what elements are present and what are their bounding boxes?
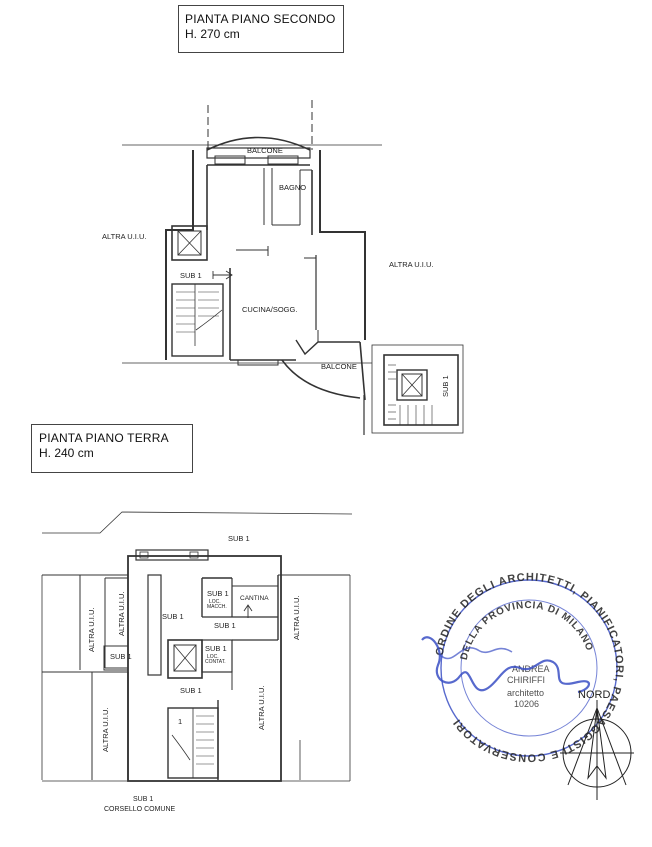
ground-floor-height: H. 240 cm — [39, 446, 94, 460]
label-altra-uiu-right: ALTRA U.I.U. — [389, 260, 433, 269]
label-altra-uiu-left: ALTRA U.I.U. — [102, 232, 146, 241]
label-cucina: CUCINA/SOGG. — [242, 305, 297, 314]
label-gf-corsello: CORSELLO COMUNE — [104, 806, 176, 813]
label-gf-sub1-small: SUB 1 — [110, 652, 132, 661]
label-sub1-vertical: SUB 1 — [441, 375, 450, 397]
label-gf-loc-macch: LOC.MACCH. — [207, 599, 227, 610]
label-gf-altra-e: ALTRA U.I.U. — [257, 686, 266, 730]
label-gf-sub1-loc-macch: SUB 1 — [207, 589, 229, 598]
label-gf-altra-c: ALTRA U.I.U. — [292, 596, 301, 640]
ground-floor-plan — [41, 511, 353, 782]
label-balcone-top: BALCONE — [247, 146, 283, 155]
label-gf-cantina: CANTINA — [240, 595, 269, 602]
signature-scribble — [421, 636, 590, 694]
label-gf-altra-d: ALTRA U.I.U. — [101, 708, 110, 752]
north-compass — [560, 700, 634, 800]
label-balcone-bottom: BALCONE — [321, 362, 357, 371]
svg-text:10206: 10206 — [514, 699, 539, 709]
label-gf-sub1-left: SUB 1 — [162, 612, 184, 621]
ground-floor-labels: SUB 1 SUB 1 LOC.MACCH. CANTINA SUB 1 SUB… — [87, 534, 301, 813]
ground-floor-title: PIANTA PIANO TERRA — [39, 431, 169, 445]
label-gf-sub1-stair: SUB 1 — [180, 686, 202, 695]
svg-text:CHIRIFFI: CHIRIFFI — [507, 675, 545, 685]
second-floor-title-box: PIANTA PIANO SECONDO H. 270 cm — [178, 5, 344, 53]
label-gf-altra-a: ALTRA U.I.U. — [87, 608, 96, 652]
second-floor-plan — [122, 100, 464, 435]
second-floor-title: PIANTA PIANO SECONDO — [185, 12, 336, 26]
label-sub1: SUB 1 — [180, 271, 202, 280]
label-gf-stair-num: 1 — [178, 717, 182, 726]
second-floor-height: H. 270 cm — [185, 27, 240, 41]
label-bagno: BAGNO — [279, 183, 306, 192]
architect-stamp: ORDINE DEGLI ARCHITETTI, PIANIFICATORI, … — [421, 571, 624, 764]
label-gf-sub1-loc-contat: SUB 1 — [205, 644, 227, 653]
svg-text:architetto: architetto — [507, 688, 544, 698]
label-gf-altra-b: ALTRA U.I.U. — [117, 592, 126, 636]
label-gf-sub1-bottom: SUB 1 — [133, 796, 153, 803]
svg-text:DELLA PROVINCIA DI MILANO: DELLA PROVINCIA DI MILANO — [459, 600, 595, 661]
compass-label: NORD — [578, 689, 610, 701]
second-floor-labels: BALCONE BAGNO ALTRA U.I.U. ALTRA U.I.U. … — [102, 146, 450, 397]
label-gf-sub1-mid: SUB 1 — [214, 621, 236, 630]
ground-floor-title-box: PIANTA PIANO TERRA H. 240 cm — [31, 424, 193, 473]
label-gf-loc-contat: LOC.CONTAT. — [205, 654, 226, 665]
label-gf-sub1-top: SUB 1 — [228, 534, 250, 543]
